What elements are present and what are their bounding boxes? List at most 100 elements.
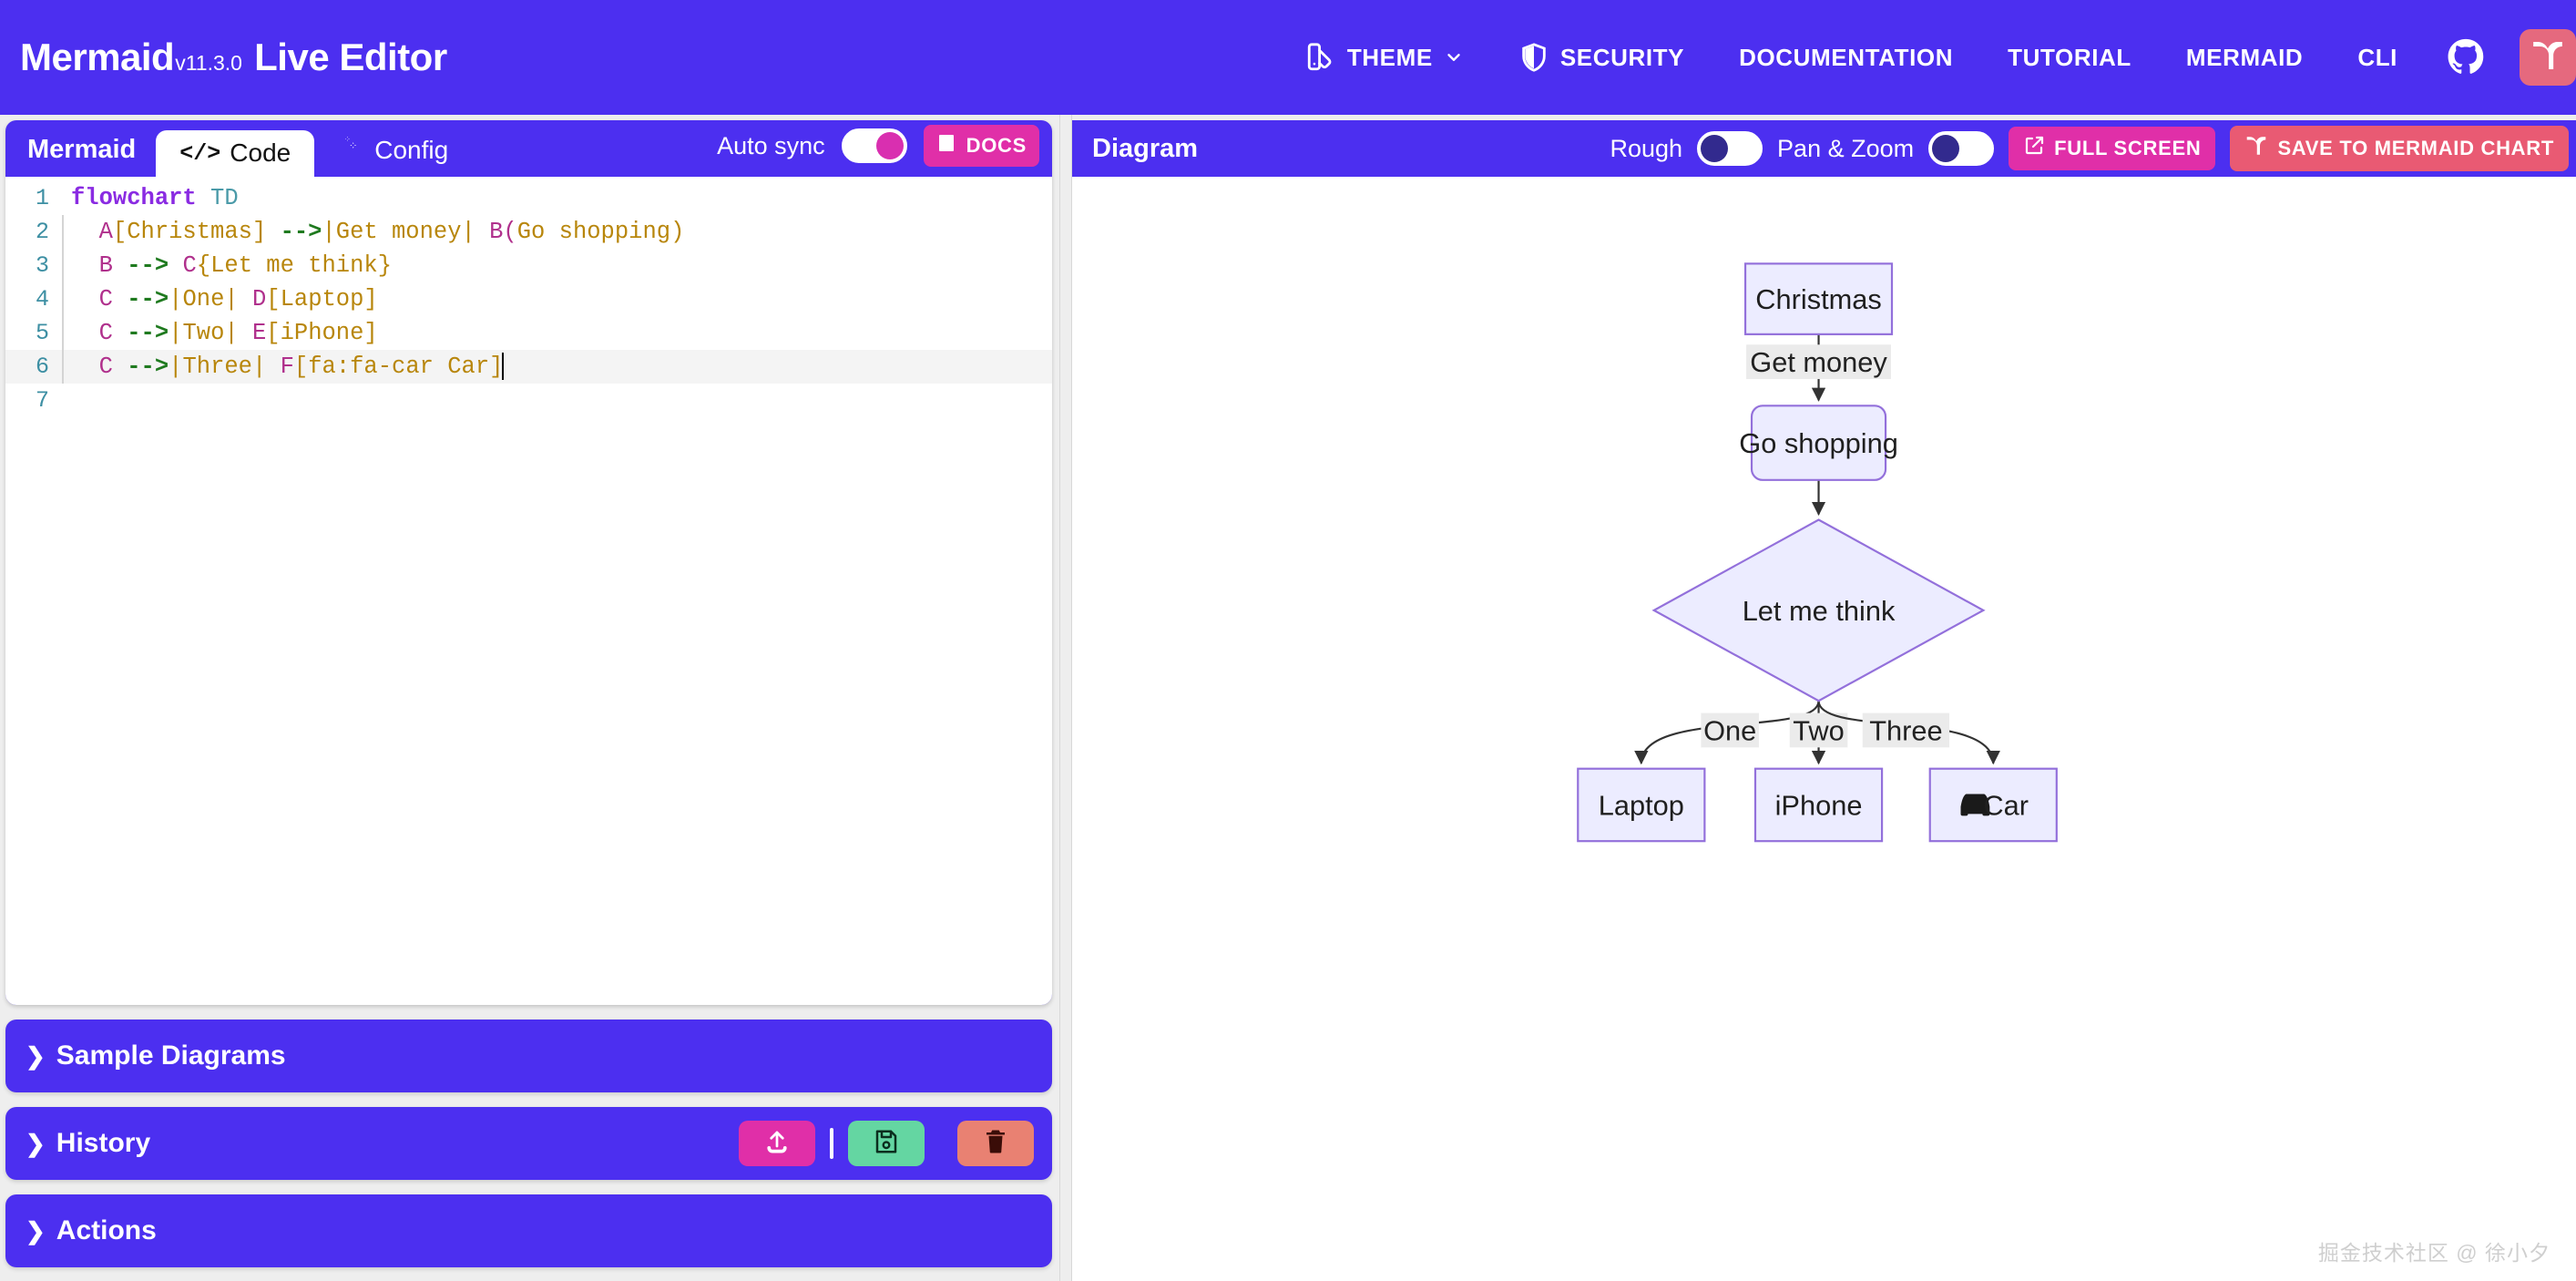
tab-config[interactable]: Config <box>314 124 472 177</box>
chevron-right-icon: ❯ <box>26 1042 46 1070</box>
code-line[interactable]: 6 C -->|Three| F[fa:fa-car Car] <box>5 350 1052 384</box>
car-icon <box>1960 794 1990 816</box>
accordion-history[interactable]: ❯ History <box>5 1107 1052 1180</box>
flowchart-node-shape[interactable] <box>1651 518 1986 702</box>
rough-toggle[interactable] <box>1697 131 1763 166</box>
history-delete-button[interactable] <box>957 1121 1034 1166</box>
shield-icon <box>1518 42 1549 73</box>
nav-item-theme[interactable]: THEME <box>1278 0 1491 115</box>
indent-guide <box>62 350 64 384</box>
code-token: [Laptop] <box>266 286 378 313</box>
pan-zoom-toggle[interactable] <box>1928 131 1995 166</box>
full-screen-button[interactable]: FULL SCREEN <box>2009 127 2216 170</box>
flowchart-node-shape[interactable] <box>1577 767 1706 843</box>
nav-item-tutorial-label: TUTORIAL <box>2008 43 2131 71</box>
flowchart-node-shape[interactable] <box>1928 767 2058 843</box>
brand-version: v11.3.0 <box>175 51 242 75</box>
edge-label: One <box>1703 714 1756 746</box>
github-icon <box>2447 38 2485 77</box>
editor-panel-title: Mermaid <box>27 135 137 164</box>
mermaid-chart-logo-icon <box>2530 37 2566 78</box>
edge-label-background <box>1862 712 1950 748</box>
accordion-sample-diagrams-label: Sample Diagrams <box>56 1040 286 1071</box>
code-token <box>113 320 127 346</box>
nav-item-cli[interactable]: CLI <box>2330 0 2425 115</box>
full-screen-button-label: FULL SCREEN <box>2054 137 2202 159</box>
accordion-actions[interactable]: ❯ Actions <box>5 1194 1052 1267</box>
chevron-right-icon: ❯ <box>26 1130 46 1157</box>
accordion-history-label: History <box>56 1128 151 1158</box>
code-line-number: 1 <box>35 185 49 211</box>
code-token <box>266 219 280 245</box>
code-token <box>239 286 252 313</box>
code-token: A <box>71 219 113 245</box>
docs-button-label: DOCS <box>966 134 1027 157</box>
floppy-save-icon <box>873 1128 900 1160</box>
mermaid-chart-logo-icon <box>2244 134 2268 163</box>
nav-item-security[interactable]: SECURITY <box>1491 0 1712 115</box>
accordion-actions-label: Actions <box>56 1215 157 1245</box>
flowchart-node-shape[interactable] <box>1743 262 1894 335</box>
auto-sync-toggle[interactable] <box>841 128 907 163</box>
code-token: [iPhone] <box>266 320 378 346</box>
code-token: --> <box>127 286 169 313</box>
indent-guide <box>62 249 64 282</box>
flowchart-node-shape[interactable] <box>1753 767 1884 843</box>
code-line-text: flowchart TD <box>64 181 239 215</box>
nav-item-documentation-label: DOCUMENTATION <box>1739 43 1954 71</box>
code-line[interactable]: 5 C -->|Two| E[iPhone] <box>5 316 1052 350</box>
code-token: |One| <box>169 286 239 313</box>
nav-item-tutorial[interactable]: TUTORIAL <box>1980 0 2159 115</box>
code-line[interactable]: 3 B --> C{Let me think} <box>5 249 1052 282</box>
editor-tabbar-actions: Auto sync DOCS <box>717 125 1052 177</box>
toggle-knob <box>1932 135 1960 162</box>
flowchart-node-label: Christmas <box>1755 283 1882 315</box>
mermaid-chart-logo-button[interactable] <box>2520 29 2576 86</box>
history-upload-button[interactable] <box>739 1121 815 1166</box>
edge-label-background <box>1789 712 1848 748</box>
pane-splitter[interactable] <box>1059 115 1072 1281</box>
nav-item-github[interactable] <box>2425 0 2507 115</box>
code-line-number: 6 <box>35 354 49 380</box>
save-to-mermaid-chart-button-label: SAVE TO MERMAID CHART <box>2277 137 2554 159</box>
nav-item-mermaid-label: MERMAID <box>2185 43 2304 71</box>
main-split: Mermaid </> Code Config <box>0 115 2576 1281</box>
theme-palette-icon <box>1305 42 1336 73</box>
accordion-sample-diagrams[interactable]: ❯ Sample Diagrams <box>5 1020 1052 1092</box>
save-to-mermaid-chart-button[interactable]: SAVE TO MERMAID CHART <box>2230 126 2569 171</box>
code-line-text: C -->|Three| F[fa:fa-car Car] <box>64 350 505 384</box>
code-line[interactable]: 2 A[Christmas] -->|Get money| B(Go shopp… <box>5 215 1052 249</box>
docs-button[interactable]: DOCS <box>923 125 1039 167</box>
auto-sync-label: Auto sync <box>717 131 825 159</box>
code-line-number: 3 <box>35 252 49 279</box>
code-token: flowchart <box>71 185 197 211</box>
chevron-down-icon <box>1444 47 1464 67</box>
flowchart-node-label: Laptop <box>1599 789 1684 821</box>
code-token: C <box>71 354 113 380</box>
tab-code[interactable]: </> Code <box>156 130 315 177</box>
indent-guide <box>62 384 64 417</box>
rough-toggle-label: Rough <box>1610 134 1683 162</box>
code-line[interactable]: 4 C -->|One| D[Laptop] <box>5 282 1052 316</box>
code-line-number: 5 <box>35 320 49 346</box>
history-save-button[interactable] <box>848 1121 925 1166</box>
diagram-toolbar-actions: Rough Pan & Zoom FULL SCREEN <box>1610 126 2569 171</box>
code-token: B( <box>489 219 517 245</box>
code-token: --> <box>127 354 169 380</box>
code-token: [fa:fa-car Car] <box>293 354 504 380</box>
code-line[interactable]: 7 <box>5 384 1052 417</box>
code-token: ) <box>670 219 685 245</box>
code-token: F <box>280 354 294 380</box>
code-token: C <box>182 252 197 279</box>
flowchart-node-shape[interactable] <box>1750 405 1887 481</box>
nav-item-mermaid[interactable]: MERMAID <box>2159 0 2330 115</box>
code-line[interactable]: 1 flowchart TD <box>5 181 1052 215</box>
tab-code-label: Code <box>230 138 291 167</box>
nav-item-documentation[interactable]: DOCUMENTATION <box>1712 0 1980 115</box>
code-token <box>113 354 127 380</box>
